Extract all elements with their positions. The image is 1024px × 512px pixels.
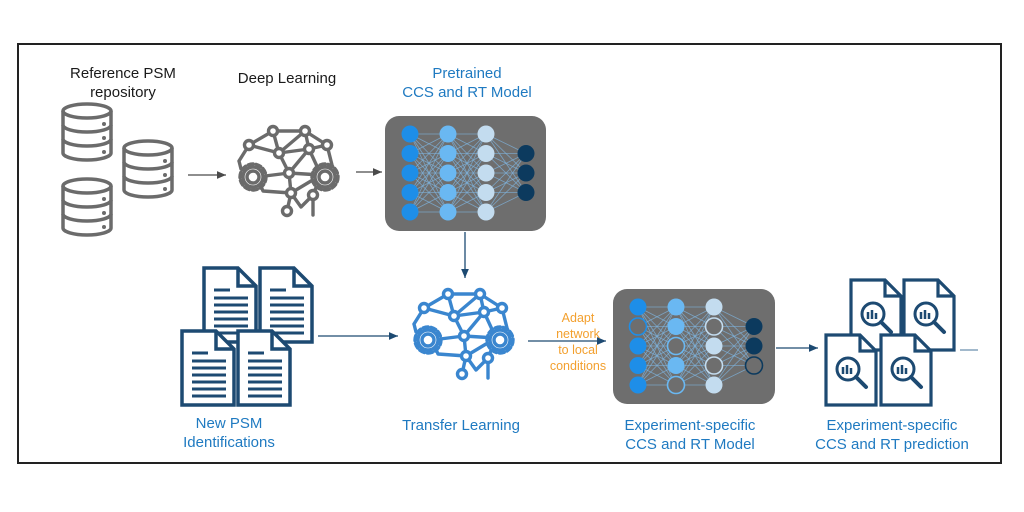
- network-connection: [409, 172, 449, 213]
- experiment-model-label-line1: Experiment-specific: [624, 417, 756, 434]
- network-connection: [485, 153, 527, 213]
- network-connection: [409, 153, 449, 213]
- analysis-document-icon: [879, 333, 933, 407]
- network-connection: [447, 133, 487, 174]
- network-node-inactive: [666, 375, 686, 395]
- network-connection: [637, 306, 677, 386]
- network-node-active: [517, 184, 535, 201]
- new-psm-label: New PSM Identifications: [154, 414, 304, 452]
- network-connection: [713, 326, 755, 366]
- network-node-active: [745, 337, 763, 355]
- network-connection: [713, 345, 755, 386]
- network-node-active: [477, 145, 495, 162]
- network-node-inactive: [704, 356, 724, 375]
- network-node-active: [477, 125, 495, 143]
- adapt-note-line1: Adapt: [561, 311, 595, 325]
- analysis-documents-icon: [824, 278, 956, 407]
- experiment-prediction-label-line2: CCS and RT prediction: [815, 436, 969, 453]
- network-connection: [675, 306, 715, 366]
- network-node-active: [705, 337, 723, 355]
- network-node-active: [439, 125, 457, 143]
- network-node-inactive: [704, 317, 724, 336]
- network-node-active: [401, 203, 419, 221]
- network-node-inactive: [744, 356, 764, 375]
- network-connection: [637, 326, 677, 386]
- network-node-active: [401, 125, 419, 143]
- network-node-active: [705, 298, 723, 316]
- deep-learning-label: Deep Learning: [237, 70, 337, 87]
- document-icon: [236, 329, 292, 407]
- adapt-note-line4: conditions: [549, 359, 607, 373]
- network-node-active: [517, 145, 535, 162]
- network-connection: [409, 133, 449, 193]
- database-stack-icon: [61, 102, 174, 237]
- network-node-active: [667, 298, 685, 316]
- network-node-active: [401, 164, 419, 182]
- network-node-active: [667, 318, 685, 335]
- network-connection: [485, 153, 527, 193]
- network-node-active: [439, 184, 457, 201]
- network-connection: [637, 306, 677, 347]
- network-connection: [409, 133, 449, 213]
- network-node-active: [401, 145, 419, 162]
- pretrained-model-label: Pretrained CCS and RT Model: [380, 64, 554, 102]
- network-node-active: [705, 376, 723, 394]
- network-connection: [409, 133, 449, 174]
- adapt-note-line2: network: [556, 327, 600, 341]
- network-node-active: [439, 203, 457, 221]
- repository-label-line2: repository: [90, 84, 156, 101]
- database-icon: [61, 102, 113, 162]
- neural-network-icon: [628, 298, 764, 395]
- network-connection: [675, 326, 715, 386]
- experiment-model-label-line2: CCS and RT Model: [625, 436, 755, 453]
- transfer-learning-label: Transfer Learning: [402, 417, 520, 434]
- network-connection: [485, 172, 527, 213]
- network-node-active: [439, 145, 457, 162]
- experiment-model-label: Experiment-specific CCS and RT Model: [600, 416, 780, 454]
- database-icon: [122, 139, 174, 199]
- adapt-network-note: Adapt network to local conditions: [540, 310, 616, 374]
- experiment-prediction-label: Experiment-specific CCS and RT predictio…: [792, 416, 992, 454]
- documents-stack-icon: [180, 266, 314, 407]
- network-connection: [447, 133, 487, 193]
- network-node-active: [667, 357, 685, 374]
- network-connection: [637, 306, 677, 366]
- adapt-note-line3: to local: [558, 343, 598, 357]
- network-node-active: [629, 376, 647, 394]
- brain-network-gear-icon: [237, 124, 340, 218]
- neural-network-icon: [401, 125, 535, 221]
- network-node-active: [477, 184, 495, 201]
- network-node-active: [629, 298, 647, 316]
- pretrained-label-line2: CCS and RT Model: [402, 84, 532, 101]
- diagram-frame: [17, 43, 1002, 464]
- network-node-active: [477, 164, 495, 182]
- network-connection: [447, 153, 487, 213]
- network-node-inactive: [666, 336, 686, 356]
- pretrained-label-line1: Pretrained: [432, 65, 502, 82]
- network-node-active: [439, 164, 457, 182]
- network-connection: [447, 172, 487, 213]
- network-node-active: [401, 184, 419, 201]
- experiment-prediction-label-line1: Experiment-specific: [826, 417, 958, 434]
- network-node-active: [517, 164, 535, 182]
- repository-label-line1: Reference PSM: [70, 65, 176, 82]
- network-node-inactive: [628, 317, 648, 336]
- new-psm-label-line1: New PSM: [195, 415, 263, 432]
- repository-label: Reference PSM repository: [48, 64, 198, 102]
- network-node-active: [629, 337, 647, 355]
- network-node-active: [745, 318, 763, 335]
- analysis-document-icon: [824, 333, 878, 407]
- new-psm-label-line2: Identifications: [183, 434, 275, 451]
- network-connection: [447, 133, 487, 213]
- network-node-active: [629, 357, 647, 374]
- database-icon: [61, 177, 113, 237]
- brain-network-gear-icon: [412, 287, 515, 381]
- network-node-active: [477, 203, 495, 221]
- document-icon: [180, 329, 236, 407]
- network-connection: [713, 326, 755, 386]
